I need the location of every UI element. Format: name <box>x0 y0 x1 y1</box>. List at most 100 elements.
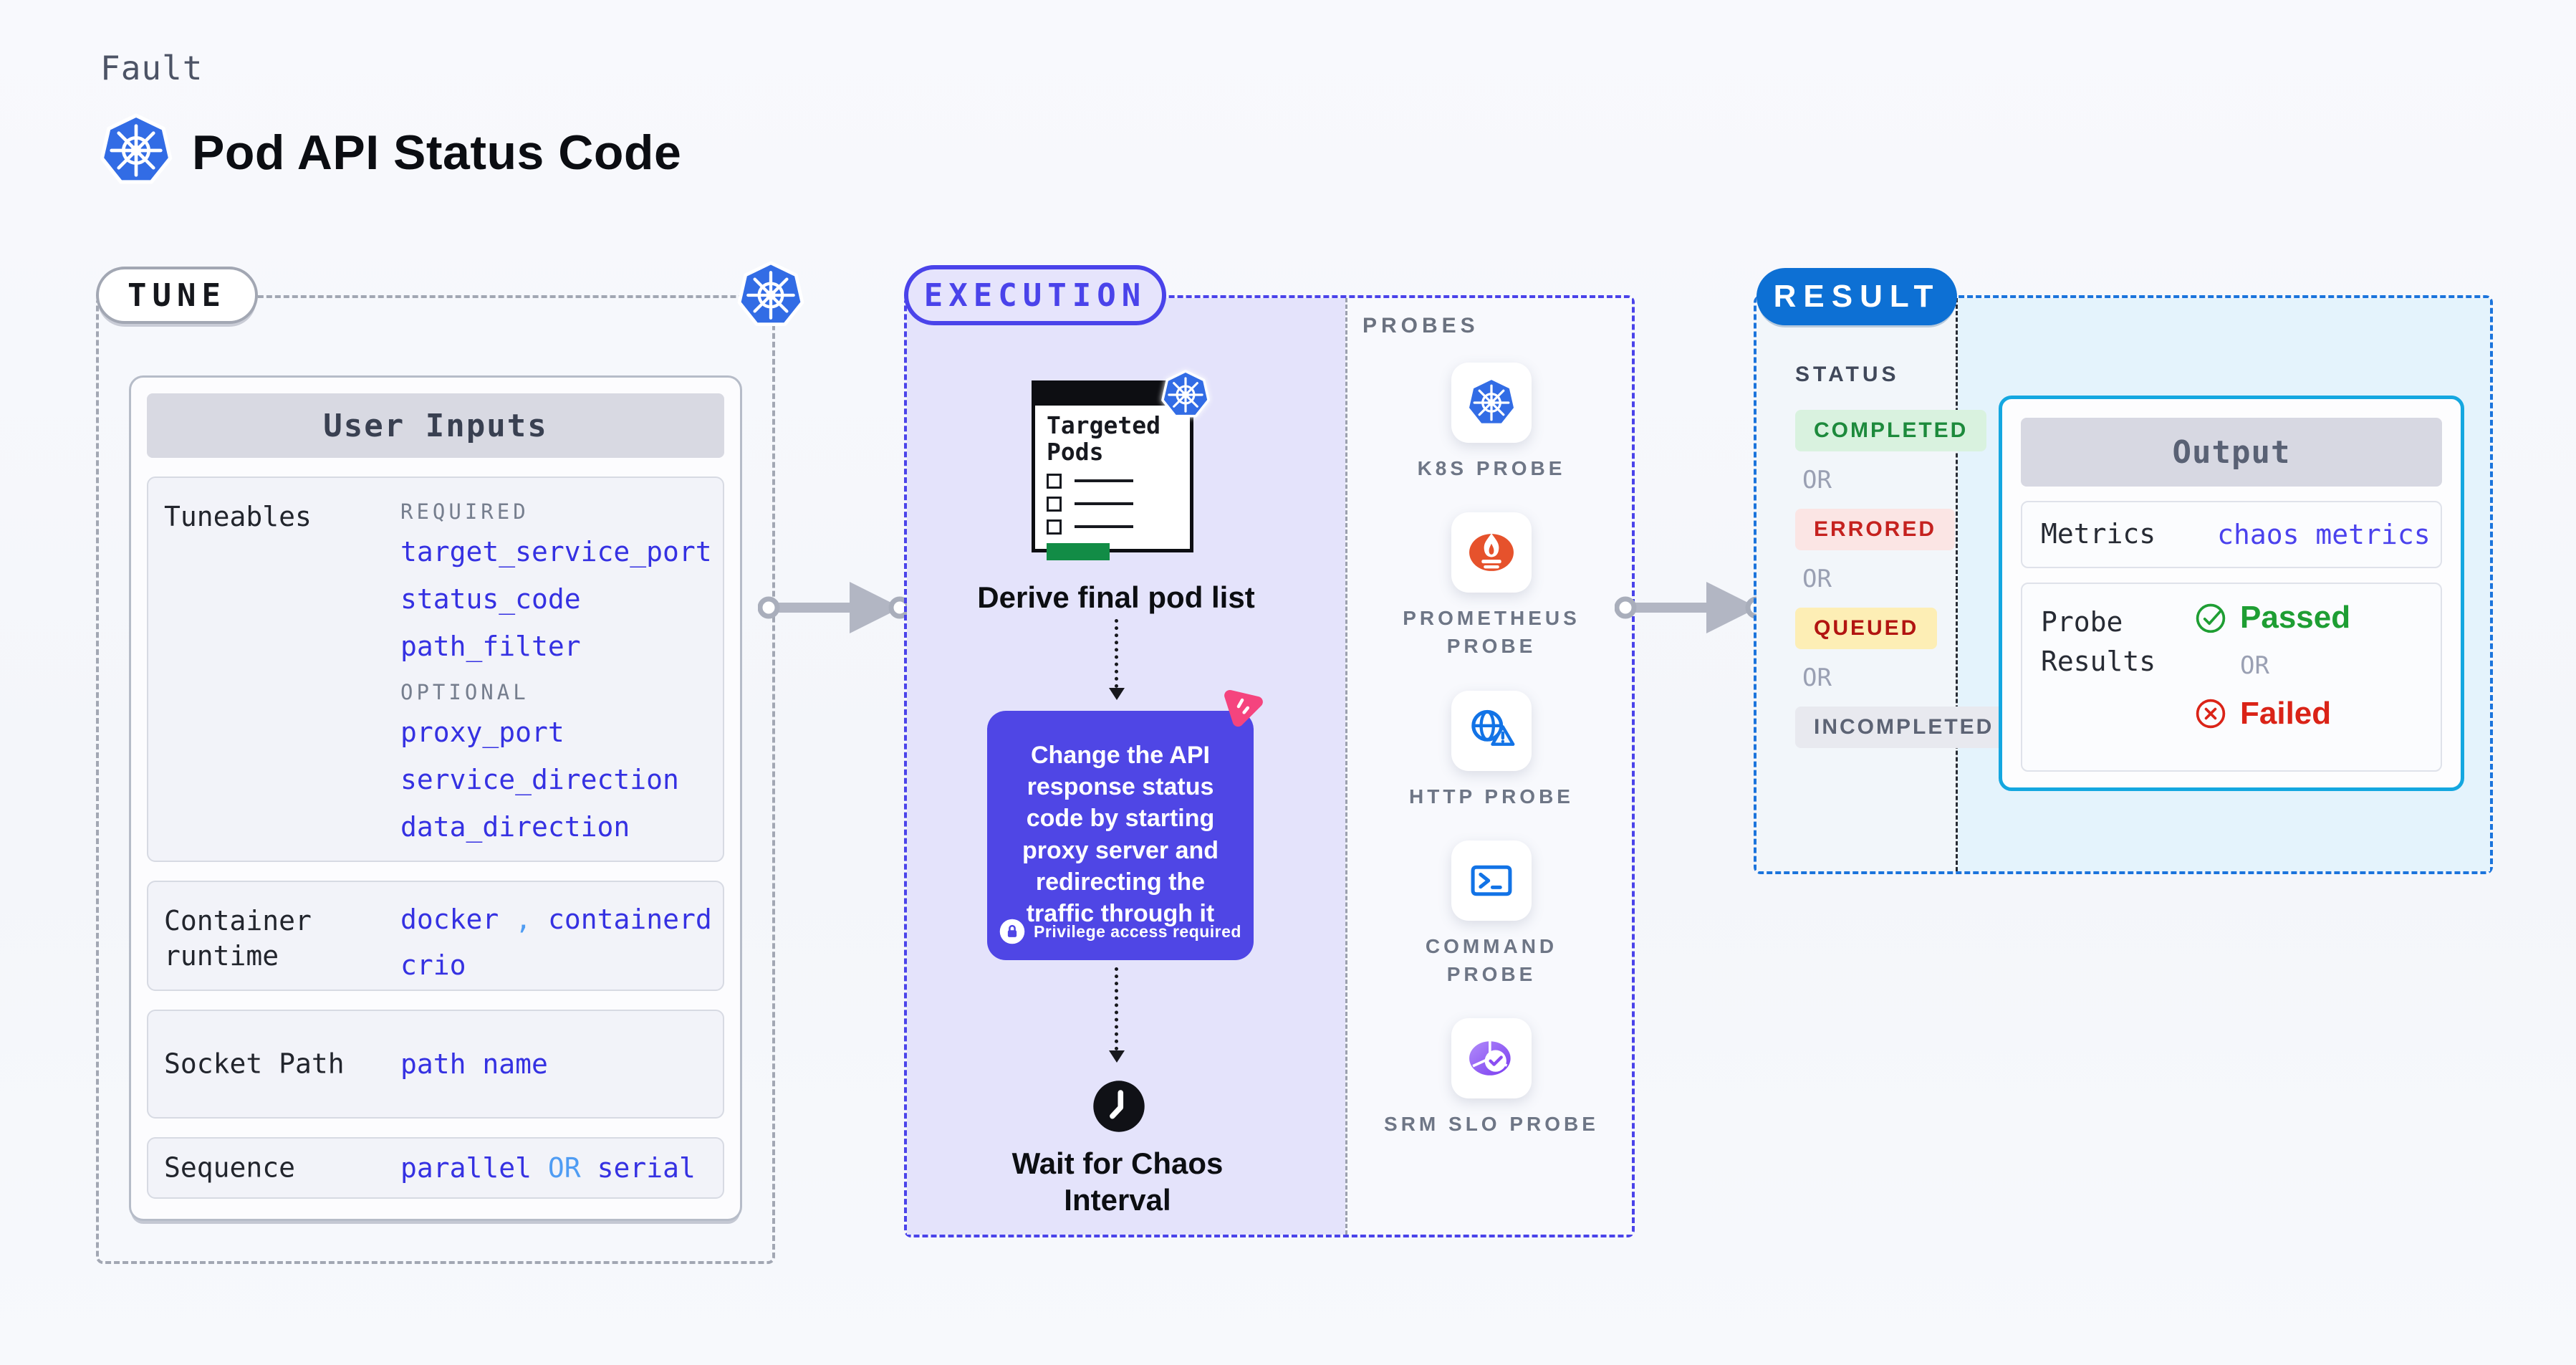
pod-list-button <box>1047 542 1110 560</box>
probe-item-srm-slo: SRM SLO PROBE <box>1384 1018 1599 1138</box>
privilege-note-text: Privilege access required <box>1034 921 1241 941</box>
metrics-value: chaos metrics <box>2217 519 2431 550</box>
socket-path-value: path name <box>400 1048 548 1080</box>
targeted-pods-illustration: Targeted Pods <box>1032 380 1193 560</box>
tuneable-required: path_filter <box>400 631 581 662</box>
clock-icon <box>1092 1079 1146 1134</box>
fault-kicker: Fault <box>100 49 203 87</box>
required-label: REQUIRED <box>400 499 529 524</box>
tuneable-optional: proxy_port <box>400 717 564 748</box>
prometheus-icon <box>1466 527 1517 578</box>
container-runtime-row: Container runtime docker , containerd cr… <box>147 881 724 991</box>
chaos-action-box: Change the API response status code by s… <box>987 711 1254 960</box>
output-card: Output Metrics chaos metrics Probe Resul… <box>1999 396 2464 791</box>
output-header: Output <box>2021 418 2442 487</box>
probe-label: K8S PROBE <box>1417 457 1566 479</box>
pie-check-icon <box>1466 1033 1517 1084</box>
probe-item-prometheus: PROMETHEUS PROBE <box>1377 512 1606 660</box>
execution-pill: EXECUTION <box>904 265 1166 325</box>
probe-item-k8s: K8S PROBE <box>1418 363 1566 482</box>
optional-label: OPTIONAL <box>400 680 529 704</box>
execution-probes-divider <box>1345 298 1347 1235</box>
status-column: STATUS COMPLETED OR ERRORED OR QUEUED OR… <box>1795 363 2013 748</box>
status-badge-completed: COMPLETED <box>1795 410 1987 451</box>
derive-pod-list-step: Derive final pod list <box>977 580 1255 614</box>
socket-path-row: Socket Path path name <box>147 1010 724 1119</box>
metrics-row: Metrics chaos metrics <box>2021 501 2442 568</box>
page-title: Pod API Status Code <box>192 125 682 180</box>
or-separator: OR <box>1802 664 1832 692</box>
or-separator: OR <box>2240 651 2269 680</box>
user-inputs-card: User Inputs Tuneables REQUIRED target_se… <box>129 375 742 1221</box>
flow-connector-arrowhead <box>1109 688 1125 700</box>
status-heading: STATUS <box>1795 363 1900 386</box>
status-badge-incompleted: INCOMPLETED <box>1795 707 2013 748</box>
x-circle-icon <box>2194 697 2227 730</box>
tune-section-box <box>96 295 775 1264</box>
probe-card <box>1451 840 1532 921</box>
verdict-failed: Failed <box>2194 696 2350 732</box>
user-inputs-header: User Inputs <box>147 393 724 458</box>
result-pill: RESULT <box>1756 268 1957 325</box>
container-runtime-label: Container runtime <box>164 905 312 972</box>
tuneable-optional: service_direction <box>400 764 679 795</box>
tuneable-optional: data_direction <box>400 811 630 843</box>
targeted-pods-title: Targeted Pods <box>1047 411 1160 466</box>
pod-list-item <box>1047 473 1178 489</box>
or-separator: OR <box>1802 565 1832 593</box>
kubernetes-logo-icon <box>99 113 173 188</box>
sequence-row: Sequence parallel OR serial <box>147 1137 724 1199</box>
or-separator: OR <box>1802 466 1832 494</box>
terminal-icon <box>1466 855 1517 906</box>
probe-card <box>1451 512 1532 593</box>
tuneable-required: target_service_port <box>400 536 712 567</box>
chaos-action-text: Change the API response status code by s… <box>1022 742 1219 927</box>
privilege-note: Privilege access required <box>987 919 1254 944</box>
probe-card <box>1451 690 1532 771</box>
tuneables-label: Tuneables <box>164 501 312 532</box>
kubernetes-logo-icon <box>1466 377 1517 428</box>
tuneable-required: status_code <box>400 583 581 615</box>
container-runtime-values: docker , containerd <box>400 904 712 935</box>
probe-card <box>1451 1018 1532 1099</box>
kubernetes-logo-icon <box>1160 370 1211 420</box>
probes-heading: PROBES <box>1363 314 1479 337</box>
probe-label: PROMETHEUS PROBE <box>1403 607 1580 658</box>
pod-list-item <box>1047 496 1178 512</box>
probe-card <box>1451 363 1532 443</box>
socket-path-label: Socket Path <box>164 1048 345 1080</box>
probe-results-label: Probe Results <box>2041 606 2156 678</box>
lock-icon <box>999 919 1025 944</box>
status-output-divider <box>1956 298 1958 871</box>
flow-connector <box>1115 967 1118 1050</box>
verdict-passed: Passed <box>2194 600 2350 636</box>
wait-chaos-interval-step: Wait for Chaos Interval <box>1011 1146 1224 1217</box>
flow-connector-arrowhead <box>1109 1050 1125 1063</box>
passed-text: Passed <box>2240 600 2351 635</box>
status-badge-queued: QUEUED <box>1795 608 1938 649</box>
flow-connector <box>1115 619 1118 688</box>
metrics-label: Metrics <box>2041 518 2156 550</box>
tune-pill: TUNE <box>96 267 258 324</box>
probe-label: COMMAND PROBE <box>1425 934 1558 985</box>
chaos-spark-icon <box>1221 684 1267 729</box>
probe-label: SRM SLO PROBE <box>1384 1113 1599 1136</box>
probe-list: K8S PROBE PROMETHEUS PROBE HTTP PROBE CO… <box>1351 363 1632 1138</box>
tuneables-row: Tuneables REQUIRED target_service_port s… <box>147 476 724 862</box>
flow-arrow-tune-to-execution <box>758 573 910 642</box>
probe-results-row: Probe Results Passed OR Failed <box>2021 583 2442 772</box>
sequence-label: Sequence <box>164 1151 296 1184</box>
status-zone <box>1756 298 1956 871</box>
probe-label: HTTP PROBE <box>1409 785 1574 808</box>
kubernetes-logo-icon <box>736 261 805 330</box>
check-circle-icon <box>2194 601 2227 634</box>
container-runtime-value: crio <box>400 949 466 981</box>
pod-list-item <box>1047 519 1178 535</box>
status-badge-errored: ERRORED <box>1795 509 1956 550</box>
flow-arrow-execution-to-result <box>1615 573 1767 642</box>
sequence-value: parallel OR serial <box>400 1152 696 1184</box>
probe-item-command: COMMAND PROBE <box>1377 840 1606 988</box>
globe-warning-icon <box>1466 705 1517 757</box>
probe-item-http: HTTP PROBE <box>1409 690 1574 810</box>
